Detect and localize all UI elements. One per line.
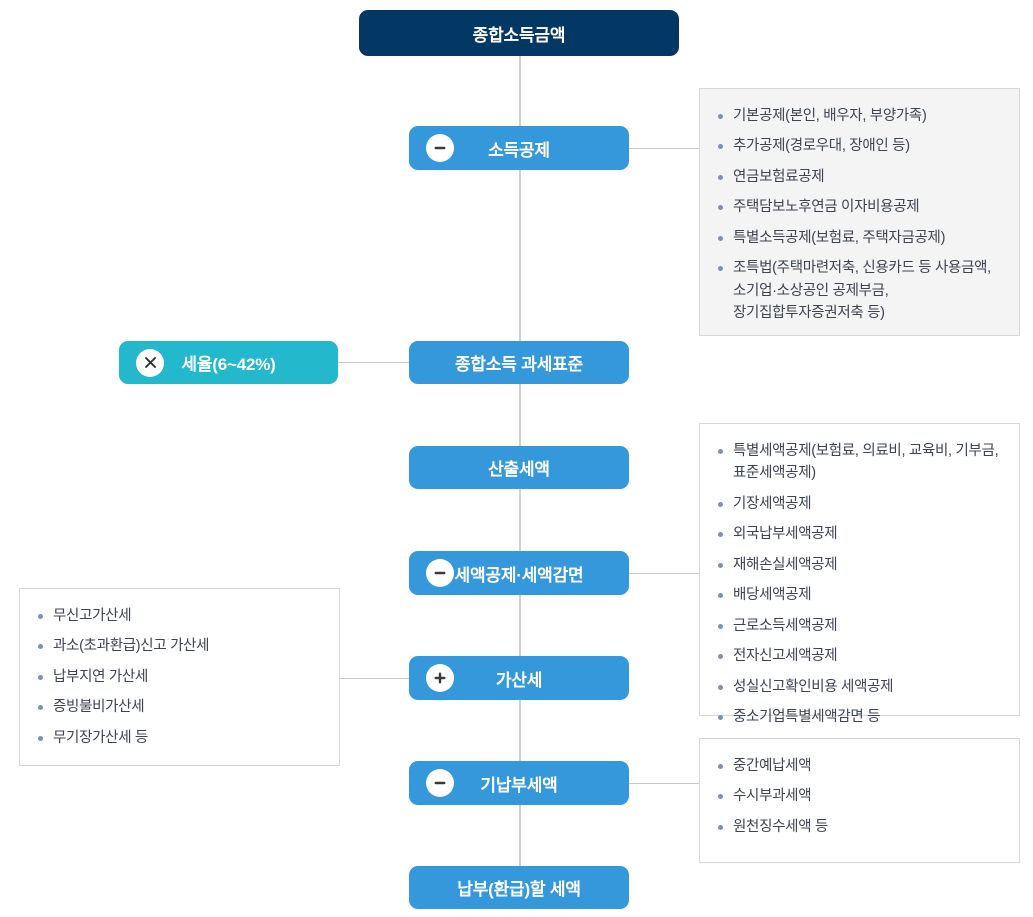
node-prepaid-tax-label: 기납부세액: [480, 775, 558, 795]
penalty-tax-panel: 무신고가산세 과소(초과환급)신고 가산세 납부지연 가산세 증빙불비가산세 무…: [19, 588, 340, 766]
list-item-text: 특별소득공제(보험료, 주택자금공제): [733, 229, 946, 246]
list-item-text: 주택담보노후연금 이자비용공제: [733, 199, 920, 216]
plus-icon: [426, 664, 454, 692]
node-tax-base-label: 종합소득 과세표준: [454, 355, 584, 374]
list-item-text: 전자신고세액공제: [733, 648, 838, 665]
node-tax-base[interactable]: 종합소득 과세표준: [409, 341, 629, 384]
list-item-text: 중소기업특별세액감면 등: [733, 709, 881, 726]
list-item: 주택담보노후연금 이자비용공제: [718, 196, 1001, 218]
income-deduction-panel: 기본공제(본인, 배우자, 부양가족) 추가공제(경로우대, 장애인 등) 연금…: [699, 88, 1020, 336]
list-item: 재해손실세액공제: [718, 554, 1001, 576]
list-item: 전자신고세액공제: [718, 645, 1001, 667]
list-item: 특별소득공제(보험료, 주택자금공제): [718, 227, 1001, 249]
list-item: 원천징수세액 등: [718, 816, 1001, 838]
list-item-text: 연금보험료공제: [733, 168, 825, 185]
node-final-tax-label: 납부(환급)할 세액: [457, 880, 581, 899]
list-item-text: 과소(초과환급)신고 가산세: [53, 638, 210, 655]
connector-prepaidtax-to-panel: [629, 783, 701, 784]
list-item: 기장세액공제: [718, 493, 1001, 515]
prepaid-tax-panel: 중간예납세액 수시부과세액 원천징수세액 등: [699, 738, 1020, 863]
connector-taxcredit-to-panel: [629, 573, 701, 574]
income-deduction-list: 기본공제(본인, 배우자, 부양가족) 추가공제(경로우대, 장애인 등) 연금…: [718, 105, 1001, 325]
multiply-icon: [136, 348, 164, 377]
list-item-text: 특별세액공제(보험료, 의료비, 교육비, 기부금,: [733, 443, 999, 459]
list-item-text: 외국납부세액공제: [733, 526, 838, 543]
list-item-text: 근로소득세액공제: [733, 617, 838, 634]
list-item-text: 무신고가산세: [53, 608, 132, 624]
list-item-text: 중간예납세액: [733, 758, 812, 774]
node-calculated-tax[interactable]: 산출세액: [409, 446, 629, 489]
node-gross-income[interactable]: 종합소득금액: [359, 10, 679, 56]
node-tax-rate[interactable]: 세율(6~42%): [119, 341, 338, 384]
list-item-text: 납부지연 가산세: [53, 668, 149, 685]
list-item-text: 기장세액공제: [733, 495, 812, 512]
list-item-text: 배당세액공제: [733, 587, 812, 604]
list-item-text: 재해손실세액공제: [733, 556, 838, 573]
minus-icon: [426, 559, 454, 587]
list-item-text: 수시부과세액: [733, 788, 812, 805]
minus-icon: [426, 769, 454, 797]
list-item-text: 조특법(주택마련저축, 신용카드 등 사용금액,: [733, 260, 991, 277]
node-penalty-tax[interactable]: 가산세: [409, 656, 629, 700]
penalty-tax-list: 무신고가산세 과소(초과환급)신고 가산세 납부지연 가산세 증빙불비가산세 무…: [38, 605, 321, 749]
list-item: 무기장가산세 등: [38, 727, 321, 749]
list-item: 외국납부세액공제: [718, 523, 1001, 545]
node-tax-credit[interactable]: 세액공제·세액감면: [409, 551, 629, 595]
list-item-text-cont: 표준세액공제): [733, 465, 816, 482]
list-item-text: 기본공제(본인, 배우자, 부양가족): [733, 108, 927, 124]
list-item: 수시부과세액: [718, 785, 1001, 807]
list-item: 조특법(주택마련저축, 신용카드 등 사용금액, 소기업·소상공인 공제부금, …: [718, 257, 1001, 324]
node-penalty-tax-label: 가산세: [495, 670, 543, 690]
connector-penaltytax-to-panel: [338, 678, 410, 679]
list-item: 근로소득세액공제: [718, 615, 1001, 637]
minus-icon: [426, 134, 454, 162]
node-income-deduction-label: 소득공제: [488, 140, 550, 160]
list-item-text: 추가공제(경로우대, 장애인 등): [733, 138, 910, 155]
node-tax-rate-label: 세율(6~42%): [181, 355, 276, 374]
node-tax-credit-label: 세액공제·세액감면: [454, 565, 584, 585]
list-item-text: 무기장가산세 등: [53, 729, 149, 746]
list-item: 특별세액공제(보험료, 의료비, 교육비, 기부금, 표준세액공제): [718, 440, 1001, 485]
list-item: 기본공제(본인, 배우자, 부양가족): [718, 105, 1001, 127]
list-item: 과소(초과환급)신고 가산세: [38, 635, 321, 657]
tax-credit-list: 특별세액공제(보험료, 의료비, 교육비, 기부금, 표준세액공제) 기장세액공…: [718, 440, 1001, 729]
node-final-tax[interactable]: 납부(환급)할 세액: [409, 866, 629, 909]
node-income-deduction[interactable]: 소득공제: [409, 126, 629, 170]
list-item-text: 원천징수세액 등: [733, 818, 829, 835]
connector-income-deduction-to-panel: [629, 148, 701, 149]
node-prepaid-tax[interactable]: 기납부세액: [409, 761, 629, 805]
list-item: 중간예납세액: [718, 755, 1001, 777]
node-gross-income-label: 종합소득금액: [472, 25, 566, 45]
list-item-text: 증빙불비가산세: [53, 699, 145, 716]
list-item: 성실신고확인비용 세액공제: [718, 676, 1001, 698]
list-item: 배당세액공제: [718, 584, 1001, 606]
list-item: 무신고가산세: [38, 605, 321, 627]
prepaid-tax-list: 중간예납세액 수시부과세액 원천징수세액 등: [718, 755, 1001, 838]
list-item-text-cont: 소기업·소상공인 공제부금,: [733, 282, 889, 299]
list-item: 연금보험료공제: [718, 166, 1001, 188]
list-item: 납부지연 가산세: [38, 666, 321, 688]
node-calculated-tax-label: 산출세액: [488, 460, 550, 479]
list-item: 추가공제(경로우대, 장애인 등): [718, 135, 1001, 157]
list-item-text-cont: 장기집합투자증권저축 등): [733, 305, 885, 322]
list-item-text: 성실신고확인비용 세액공제: [733, 678, 894, 695]
connector-taxrate-to-taxbase: [338, 362, 410, 363]
list-item: 중소기업특별세액감면 등: [718, 706, 1001, 728]
list-item: 증빙불비가산세: [38, 696, 321, 718]
tax-credit-panel: 특별세액공제(보험료, 의료비, 교육비, 기부금, 표준세액공제) 기장세액공…: [699, 423, 1020, 725]
